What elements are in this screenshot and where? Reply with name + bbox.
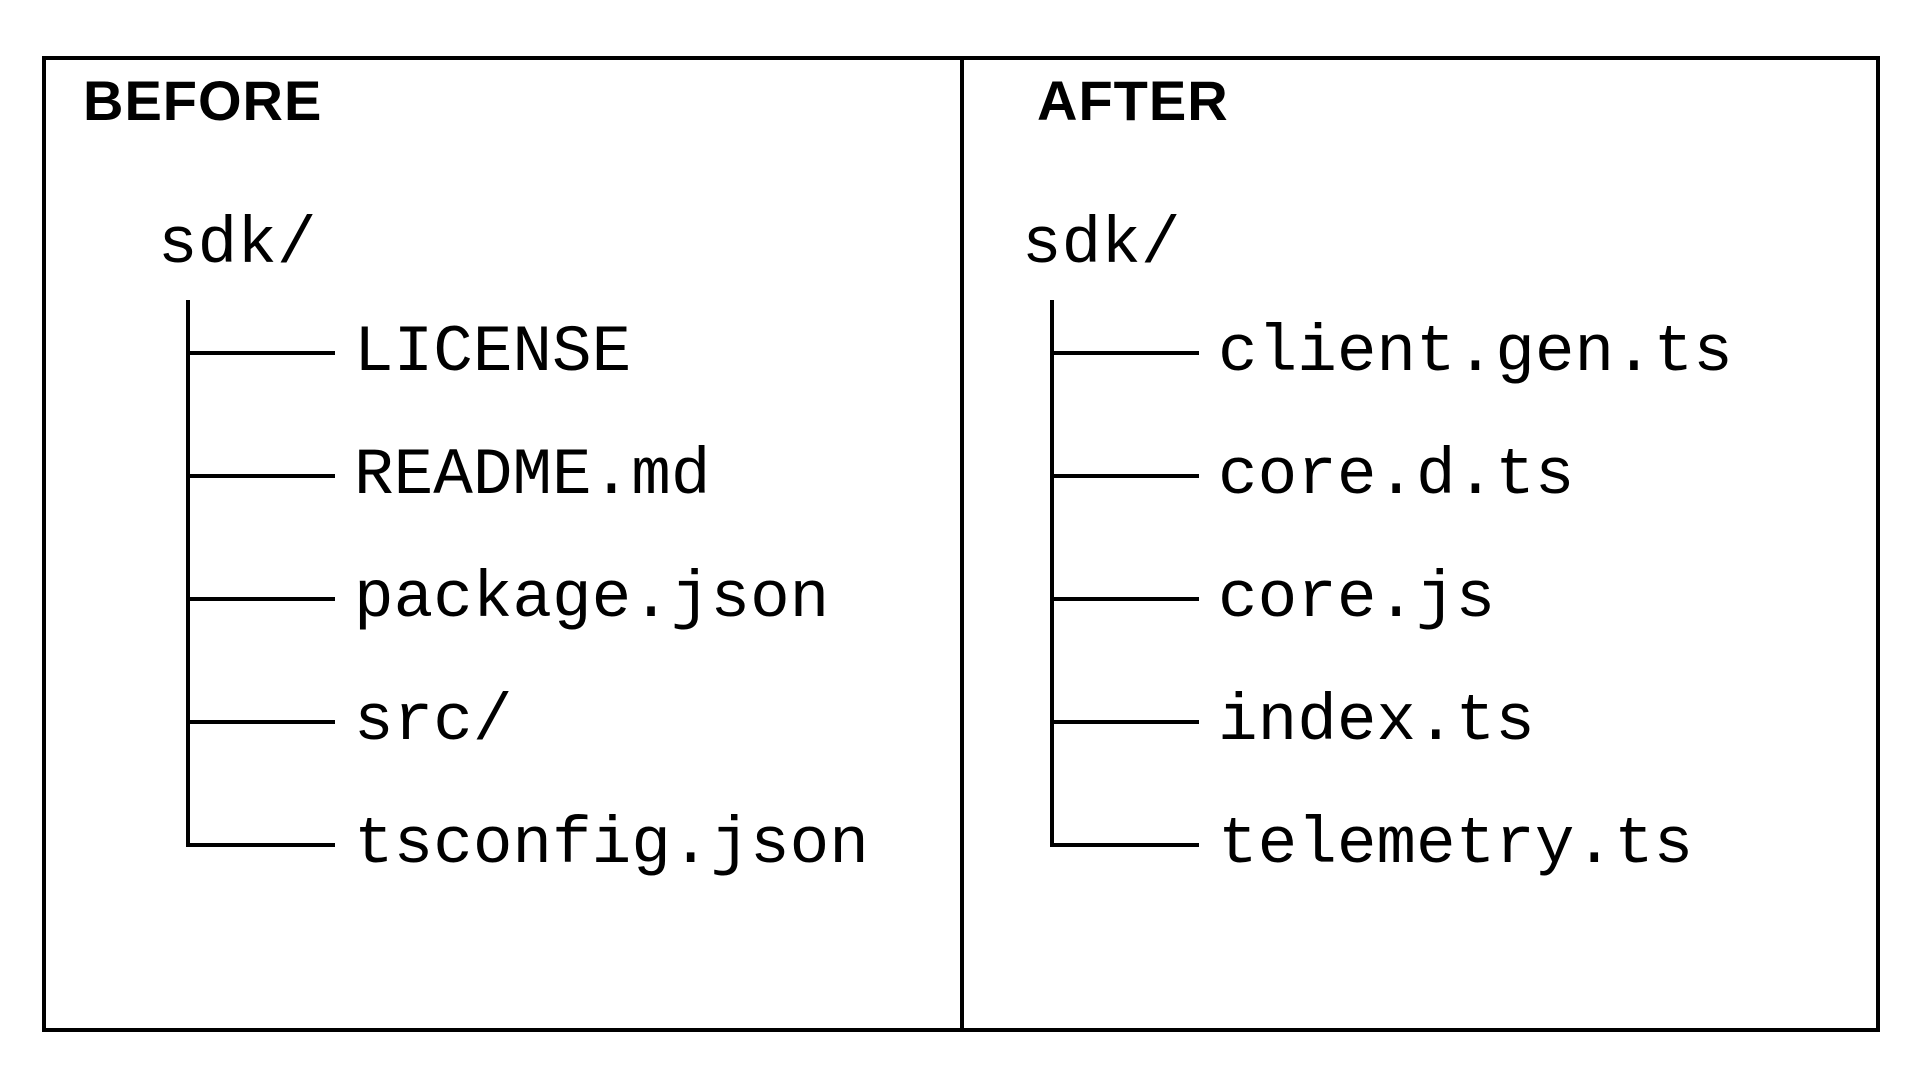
panel-divider-line xyxy=(960,60,964,1028)
file-label: README.md xyxy=(354,437,711,513)
before-root-folder: sdk/ xyxy=(158,207,317,282)
file-label: client.gen.ts xyxy=(1218,314,1733,390)
tree-row: client.gen.ts xyxy=(1050,291,1733,414)
after-root-folder: sdk/ xyxy=(1022,207,1181,282)
tree-row: tsconfig.json xyxy=(186,783,869,906)
before-file-tree: LICENSE README.md package.json src/ tsco… xyxy=(186,291,869,906)
before-tree-vertical-line xyxy=(186,300,190,847)
file-label: core.d.ts xyxy=(1218,437,1575,513)
file-label: core.js xyxy=(1218,560,1496,636)
file-label: index.ts xyxy=(1218,683,1535,759)
before-panel-title: BEFORE xyxy=(83,69,323,132)
tree-branch-line xyxy=(1050,596,1199,601)
file-label: tsconfig.json xyxy=(354,806,869,882)
tree-branch-line xyxy=(1050,473,1199,478)
tree-branch-line xyxy=(1050,842,1199,847)
tree-row: LICENSE xyxy=(186,291,869,414)
tree-row: package.json xyxy=(186,537,869,660)
tree-row: README.md xyxy=(186,414,869,537)
tree-branch-line xyxy=(186,350,335,355)
tree-row: index.ts xyxy=(1050,660,1733,783)
file-label: package.json xyxy=(354,560,830,636)
tree-branch-line xyxy=(1050,350,1199,355)
tree-branch-line xyxy=(1050,719,1199,724)
tree-row: core.d.ts xyxy=(1050,414,1733,537)
after-panel-title: AFTER xyxy=(1037,69,1229,132)
tree-branch-line xyxy=(186,473,335,478)
file-label: telemetry.ts xyxy=(1218,806,1694,882)
tree-branch-line xyxy=(186,596,335,601)
tree-row: telemetry.ts xyxy=(1050,783,1733,906)
tree-row: core.js xyxy=(1050,537,1733,660)
tree-branch-line xyxy=(186,719,335,724)
after-tree-vertical-line xyxy=(1050,300,1054,847)
after-file-tree: client.gen.ts core.d.ts core.js index.ts… xyxy=(1050,291,1733,906)
file-label: src/ xyxy=(354,683,513,759)
tree-branch-line xyxy=(186,842,335,847)
file-label: LICENSE xyxy=(354,314,632,390)
tree-row: src/ xyxy=(186,660,869,783)
